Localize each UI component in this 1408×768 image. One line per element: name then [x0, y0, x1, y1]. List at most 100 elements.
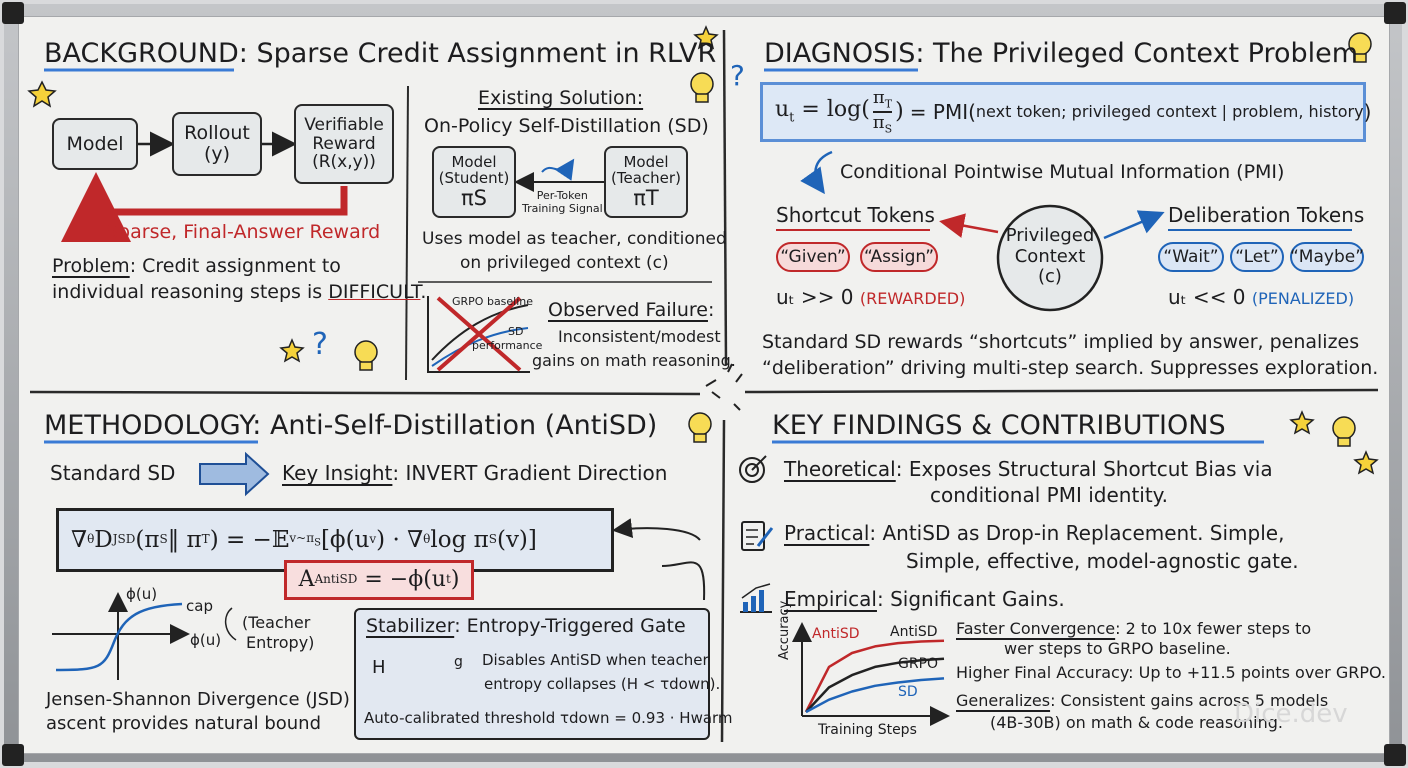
arrow-to-pmi [800, 150, 833, 195]
star-icon [27, 80, 57, 108]
rollout-label: Rollout [184, 122, 250, 145]
gate-g-label: g [454, 654, 463, 670]
problem-text-1: : Credit assignment to [129, 255, 341, 277]
diagnosis-title: DIAGNOSIS: The Privileged Context Proble… [764, 38, 1358, 69]
divider-background [405, 85, 409, 381]
higher-accuracy: Higher Final Accuracy: Up to +11.5 point… [956, 663, 1387, 682]
loop-path [661, 561, 706, 601]
formula-args: next token; privileged context | problem… [975, 101, 1364, 121]
teacher-pi: πT [633, 185, 659, 210]
context-circle [996, 204, 1104, 312]
jsd-text-1: Jensen-Shannon Divergence (JSD) [46, 689, 350, 710]
deliberation-token-maybe: “Maybe” [1290, 242, 1364, 272]
divider-v-top [722, 29, 728, 366]
insight-label: Key Insight [282, 461, 393, 485]
problem-period: . [420, 281, 427, 303]
practical-text-2: Simple, effective, model-agnostic gate. [906, 549, 1299, 573]
series-line-sd [805, 677, 945, 714]
problem-label: Problem [52, 255, 130, 277]
failure-sd-line [431, 327, 529, 367]
empirical-line: Empirical: Significant Gains. [784, 588, 1065, 611]
standard-sd: Standard SD [50, 461, 176, 485]
reward-label-1: Verifiable [304, 114, 384, 135]
phi-bracket [224, 607, 237, 641]
diagnosis-title-rest: : The Privileged Context Problem [915, 38, 1359, 69]
methodology-title-bold: METHODOLOGY [44, 410, 253, 441]
context-label-2: Context [1014, 245, 1086, 267]
failure-text-1: Inconsistent/modest [558, 327, 721, 346]
faster-text-2: wer steps to GRPO baseline. [1004, 639, 1231, 658]
rewarded-label: (REWARDED) [859, 289, 966, 308]
failure-title: Observed Failure: [548, 299, 715, 321]
phi-axis-label: ϕ(u) [126, 585, 158, 603]
empirical-label: Empirical [784, 587, 877, 611]
bar-chart-icon [740, 583, 772, 613]
teacher-label-2: (Teacher) [611, 169, 681, 188]
problem-line-2: individual reasoning steps is DIFFICULT. [52, 281, 427, 304]
background-title-rest: : Sparse Credit Assignment in RLVR [238, 38, 717, 69]
failure-text-2: gains on math reasoning. [532, 351, 736, 370]
invert-arrow [199, 451, 270, 497]
generalizes-line-1: Generalizes: Consistent gains across 5 m… [956, 691, 1329, 710]
background-title-bold: BACKGROUND [44, 38, 239, 69]
deliberation-title: Deliberation Tokens [1168, 203, 1365, 227]
star-icon [279, 338, 305, 363]
generalizes-text-1: : Consistent gains across 5 models [1050, 691, 1329, 710]
background-title: BACKGROUND: Sparse Credit Assignment in … [44, 38, 716, 69]
chart-y-label: Accuracy [777, 600, 792, 660]
ut-low-text: uₜ << 0 [1168, 285, 1246, 309]
arrow-to-deliberation [1103, 210, 1165, 240]
failure-grpo-label: GRPO baseline [452, 295, 534, 308]
formula-close: ) [1363, 99, 1372, 124]
series-line-grpo [805, 657, 945, 713]
cap-label: cap [186, 597, 213, 615]
gate-h-label: H [372, 657, 386, 678]
star-icon [1289, 410, 1315, 435]
failure-axes [427, 296, 530, 373]
stabilizer-text-1: Disables AntiSD when teacher [482, 651, 709, 669]
formula-rhs: = PMI( [909, 99, 976, 124]
divider-h-right [744, 388, 1379, 394]
shortcut-token-given: “Given” [776, 242, 850, 272]
theoretical-line-1: Theoretical: Exposes Structural Shortcut… [784, 458, 1273, 481]
threshold-text: Auto-calibrated threshold τdown = 0.93 ·… [364, 709, 733, 727]
teacher-box: Model(Teacher)πT [604, 146, 688, 218]
problem-text-2: individual reasoning steps is [52, 281, 329, 303]
series-line-antisd [804, 639, 945, 713]
watermark: Dice.dev [1234, 699, 1348, 729]
stabilizer-title: Stabilizer: Entropy-Triggered Gate [366, 615, 686, 638]
bulb-icon [1348, 32, 1372, 63]
practical-text-1: : AntiSD as Drop-in Replacement. Simple, [869, 521, 1285, 545]
feedback-arrow [61, 172, 348, 242]
key-insight: Key Insight: INVERT Gradient Direction [282, 462, 667, 485]
ut-high-text: uₜ >> 0 [776, 285, 854, 309]
frame-corner [2, 744, 24, 766]
context-label-1: Privileged [1005, 225, 1095, 246]
theoretical-label: Theoretical [784, 457, 896, 481]
student-pi: πS [461, 185, 487, 210]
failure-grpo-line [431, 304, 529, 361]
failure-sd-label: SD [508, 325, 524, 338]
existing-note-1: Uses model as teacher, conditioned [422, 229, 727, 249]
generalizes-text-2: (4B-30B) on math & code reasoning. [990, 713, 1283, 732]
diagnosis-title-bold: DIAGNOSIS [764, 38, 916, 69]
penalized-label: (PENALIZED) [1251, 289, 1355, 308]
chart-legend-grpo: GRPO [898, 656, 939, 672]
failure-cross [436, 296, 522, 372]
deliberation-token-wait: “Wait” [1158, 242, 1224, 272]
existing-title: Existing Solution: [478, 87, 644, 109]
question-icon: ? [730, 59, 745, 92]
model-label: Model [66, 132, 124, 155]
stabilizer-label: Stabilizer [366, 615, 455, 637]
faster-line-1: Faster Convergence: 2 to 10x fewer steps… [956, 619, 1311, 638]
bulb-icon [1332, 416, 1356, 447]
student-label-2: (Student) [438, 169, 510, 188]
generalizes-label: Generalizes [956, 691, 1051, 710]
stabilizer-box [354, 608, 710, 740]
student-box: Model(Student)πS [432, 146, 516, 218]
chart-label-antisd-inline: AntiSD [812, 626, 860, 642]
